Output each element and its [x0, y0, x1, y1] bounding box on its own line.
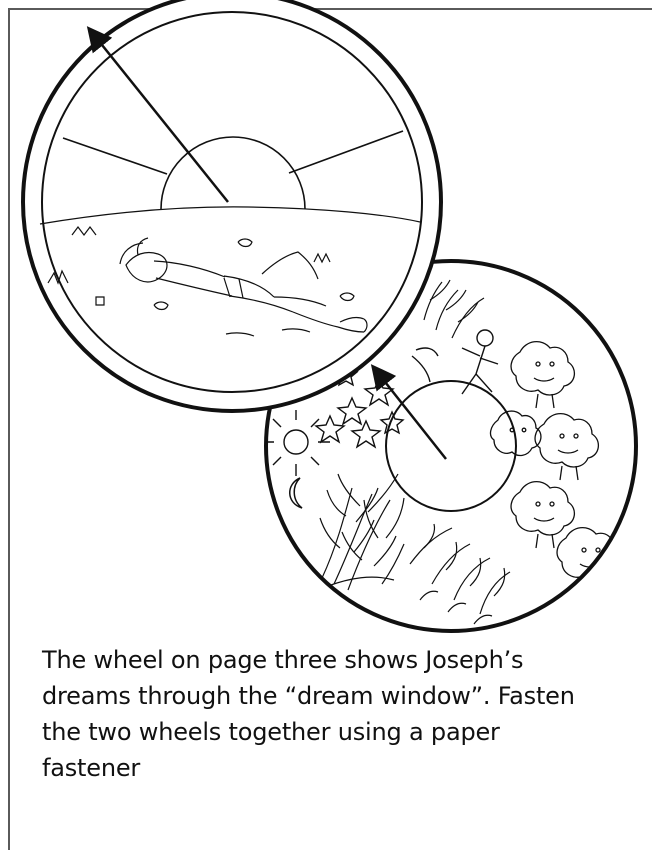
- caption: The wheel on page three shows Joseph’s d…: [42, 642, 602, 786]
- caption-line-1: The wheel on page three shows Joseph’s: [42, 642, 602, 678]
- large-dream-wheel: [23, 0, 441, 411]
- caption-line-2: dreams through the “dream window”. Faste…: [42, 678, 602, 714]
- caption-line-4: fastener: [42, 750, 602, 786]
- caption-line-3: the two wheels together using a paper: [42, 714, 602, 750]
